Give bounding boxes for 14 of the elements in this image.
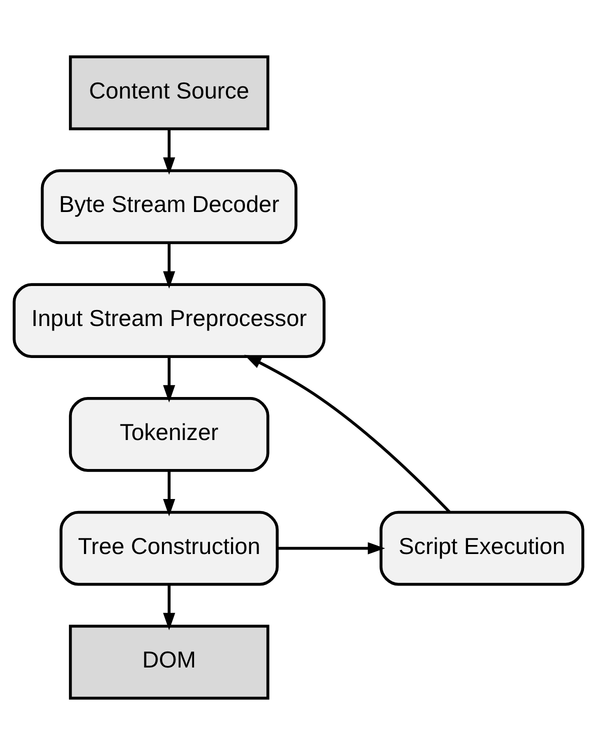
node-box: Input Stream Preprocessor: [12, 282, 326, 358]
arrow: [163, 584, 176, 630]
node-box: Tree Construction: [60, 510, 279, 586]
arrow: [277, 542, 386, 554]
node-box: Content Source: [68, 54, 270, 130]
node-box: Tokenizer: [68, 396, 270, 472]
arrow: [163, 128, 176, 174]
arrow: [244, 354, 451, 513]
arrow: [163, 356, 176, 402]
node-box: DOM: [68, 624, 270, 700]
node-box: Byte Stream Decoder: [40, 168, 298, 244]
arrow: [163, 470, 176, 516]
node-box: Script Execution: [380, 510, 584, 586]
arrow: [163, 242, 176, 288]
